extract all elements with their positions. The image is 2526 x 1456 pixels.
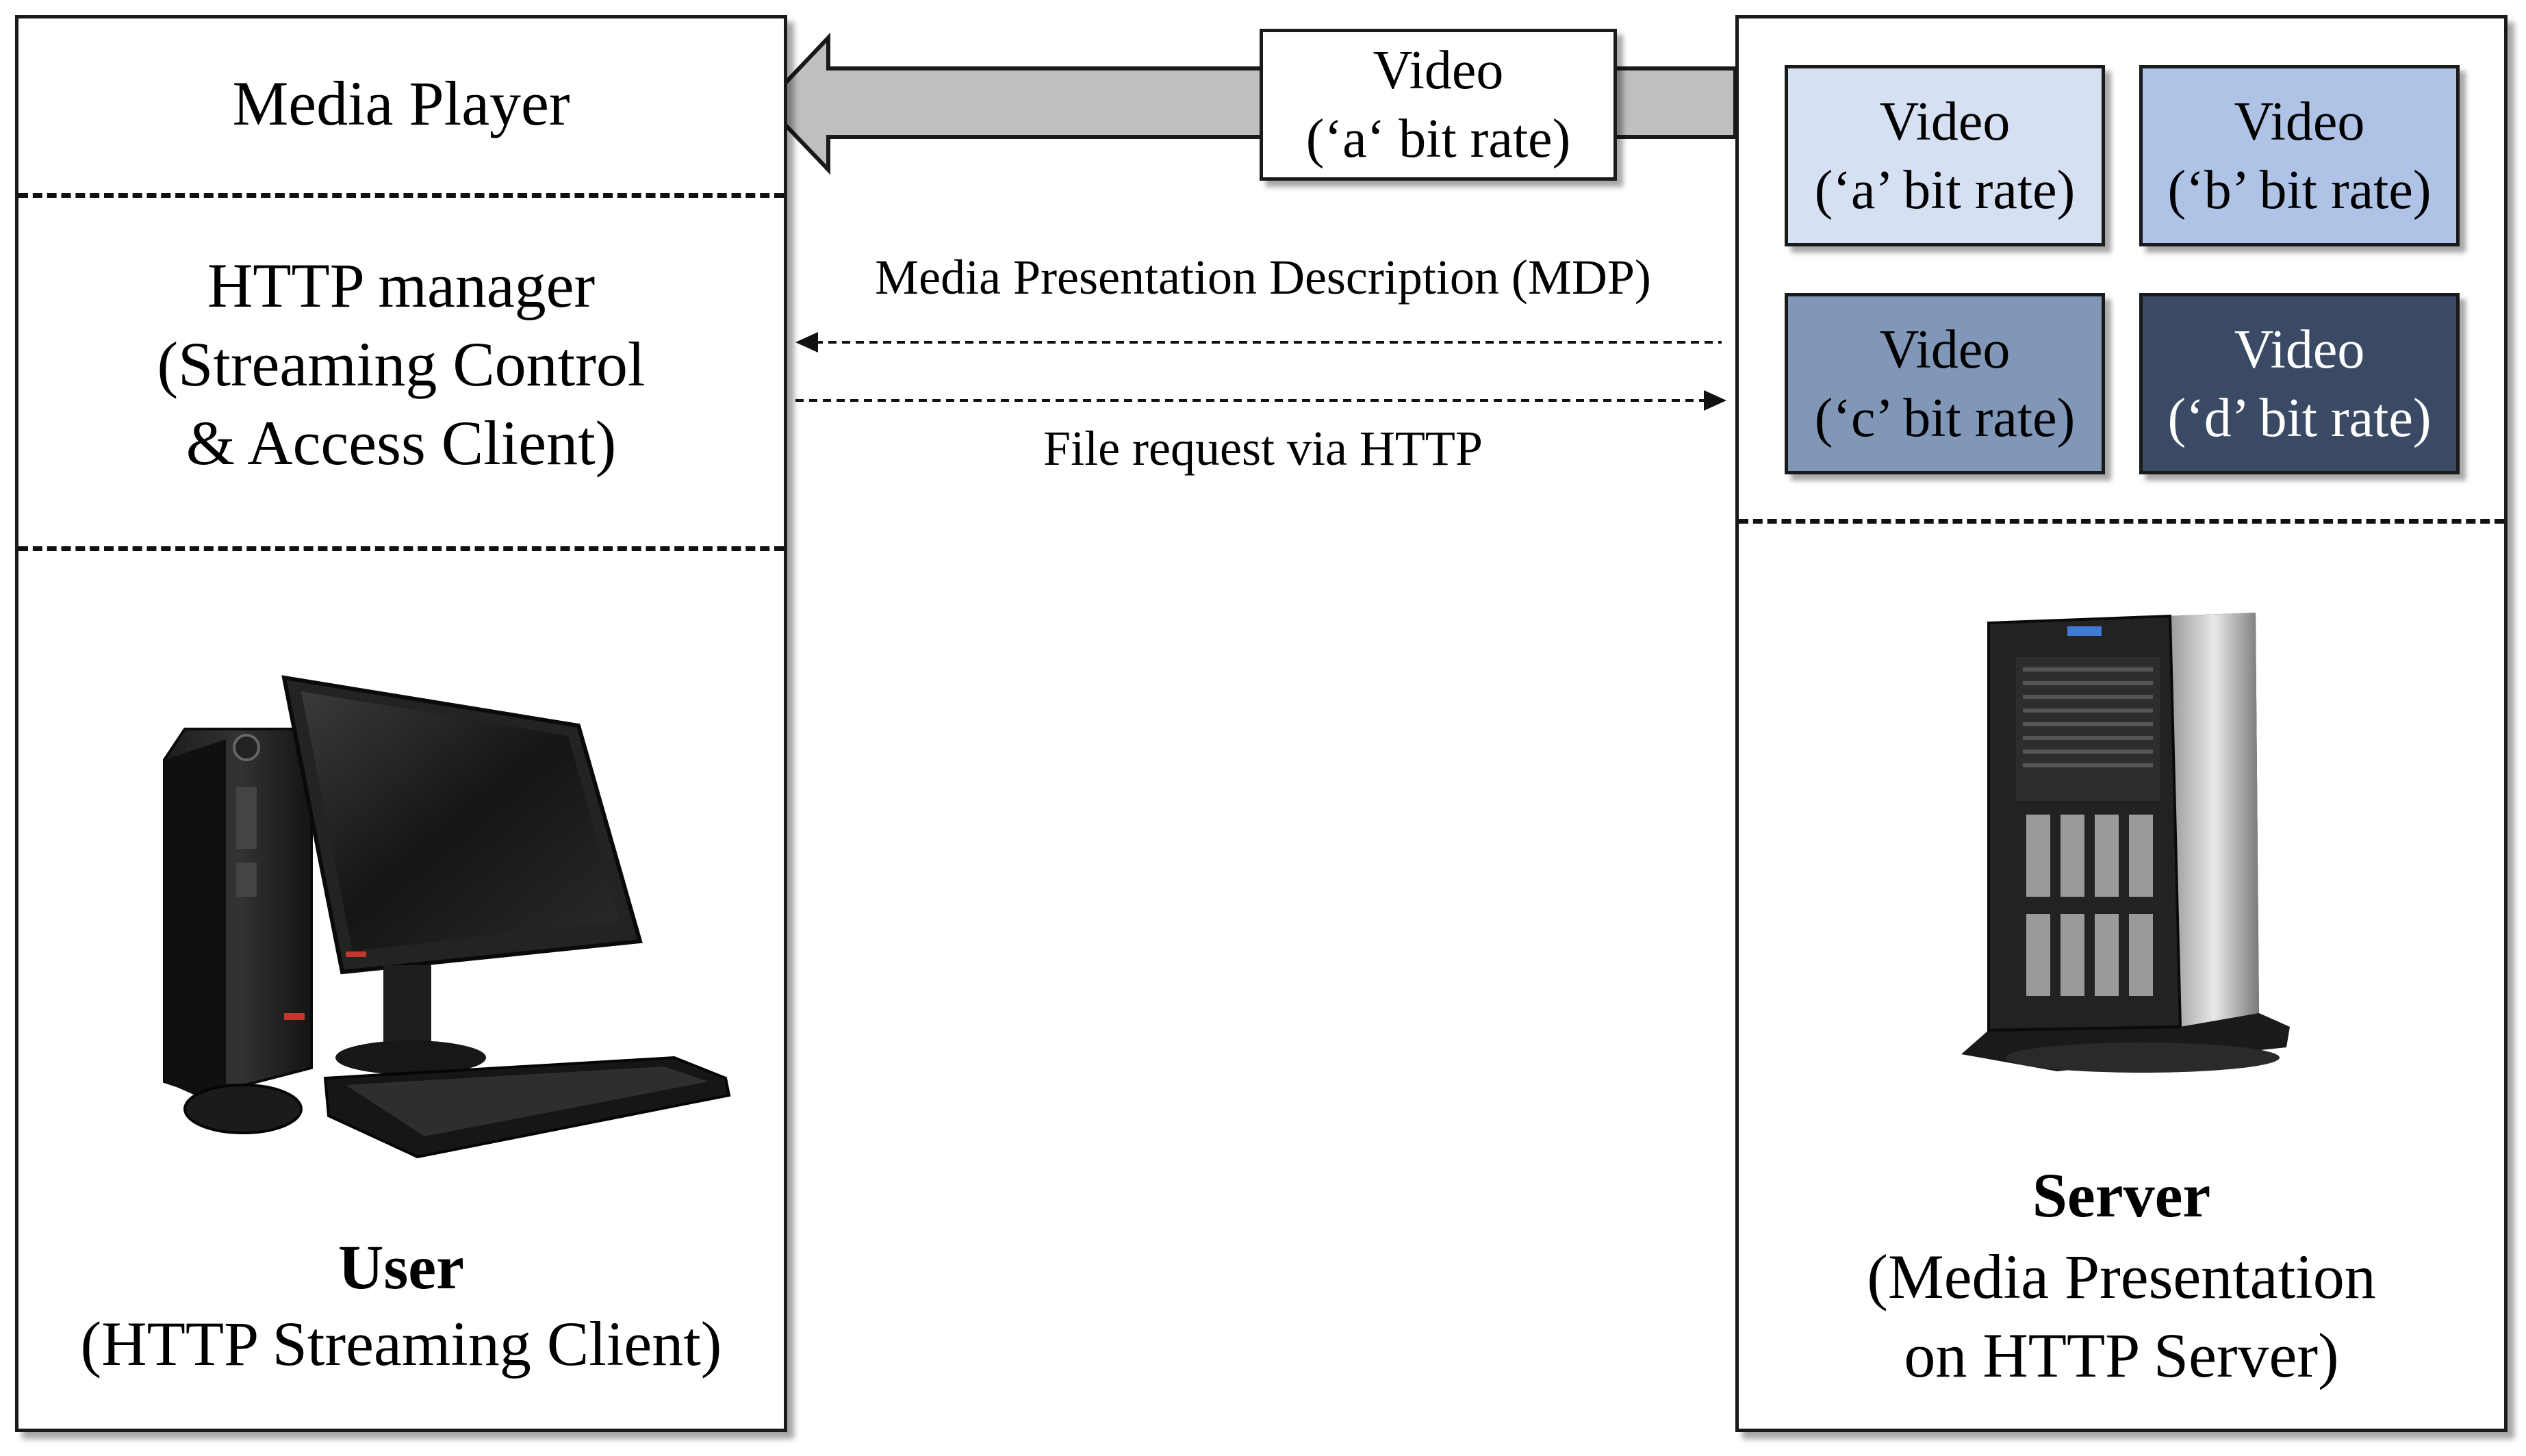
server-subtitle-line: on HTTP Server) — [1904, 1320, 2339, 1390]
stream-video-label: Video — [1373, 40, 1504, 101]
server-title: Server — [2032, 1160, 2211, 1230]
video-rate: (‘c’ bit rate) — [1814, 387, 2076, 448]
http-manager-line: (Streaming Control — [157, 329, 646, 399]
media-player-label: Media Player — [232, 68, 570, 138]
http-manager-line: & Access Client) — [186, 408, 617, 478]
video-box-c: Video (‘c’ bit rate) — [1785, 293, 2105, 474]
server-subtitle-line: (Media Presentation — [1867, 1242, 2376, 1312]
file-request-label: File request via HTTP — [1043, 421, 1483, 476]
video-label: Video — [1879, 91, 2011, 152]
video-rate: (‘d’ bit rate) — [2167, 387, 2432, 448]
video-rate: (‘b’ bit rate) — [2167, 159, 2432, 220]
client-subtitle: (HTTP Streaming Client) — [80, 1309, 722, 1379]
video-box-a: Video (‘a’ bit rate) — [1785, 65, 2105, 246]
video-box-d: Video (‘d’ bit rate) — [2139, 293, 2460, 474]
video-box-b: Video (‘b’ bit rate) — [2139, 65, 2460, 246]
video-rate: (‘a’ bit rate) — [1814, 159, 2076, 220]
server-divider — [1739, 519, 2504, 524]
stream-video-box: Video (‘a‘ bit rate) — [1260, 29, 1617, 181]
http-manager-line: HTTP manager — [207, 251, 596, 320]
video-label: Video — [1879, 319, 2011, 380]
arrow-left-icon — [795, 332, 818, 353]
client-title: User — [338, 1232, 464, 1302]
client-divider-1 — [18, 193, 784, 198]
video-label: Video — [2234, 91, 2365, 152]
video-label: Video — [2234, 319, 2365, 380]
mpd-message-label: Media Presentation Description (MDP) — [875, 250, 1651, 305]
stream-video-rate: (‘a‘ bit rate) — [1305, 109, 1571, 169]
http-manager-label: HTTP manager (Streaming Control & Access… — [15, 246, 787, 483]
arrow-right-icon — [1704, 390, 1726, 411]
client-divider-2 — [18, 546, 784, 551]
server-subtitle: (Media Presentation on HTTP Server) — [1735, 1238, 2508, 1395]
